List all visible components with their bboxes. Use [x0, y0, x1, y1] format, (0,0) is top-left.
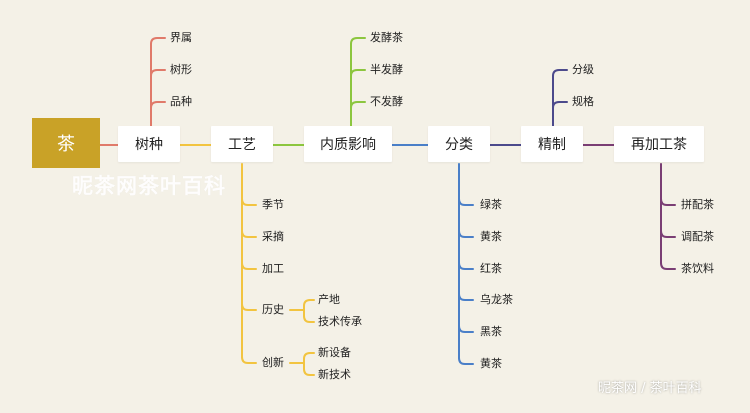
neizhi-branch-stub-2 [350, 101, 366, 109]
node-label: 分类 [445, 137, 473, 153]
leaf-caizhai[interactable]: 采摘 [262, 230, 284, 243]
leaf-jishuchuancheng[interactable]: 技术传承 [318, 315, 362, 328]
leaf-wulongcha[interactable]: 乌龙茶 [480, 293, 513, 306]
leaf-chuangxin[interactable]: 创新 [262, 356, 284, 369]
gongyi-branch-stub-1 [241, 230, 257, 238]
leaf-hongcha[interactable]: 红茶 [480, 262, 502, 275]
fenlei-branch-stub-4 [458, 325, 474, 333]
leaf-huangcha-2[interactable]: 黄茶 [480, 357, 502, 370]
leaf-xinjishu[interactable]: 新技术 [318, 368, 351, 381]
zaijiagong-branch-stub-1 [660, 230, 676, 238]
jingzhi-branch-stub-0 [552, 69, 568, 77]
node-label: 树种 [135, 137, 163, 153]
lishi-sub-bracket [303, 299, 315, 323]
fenlei-branch-stub-0 [458, 198, 474, 206]
node-fenlei[interactable]: 分类 [428, 126, 490, 162]
credit-text: 昵茶网 / 茶叶百科 [598, 381, 702, 396]
node-neizhi[interactable]: 内质影响 [304, 126, 392, 162]
node-shuzhong[interactable]: 树种 [118, 126, 180, 162]
jingzhi-branch-stub-1 [552, 101, 568, 109]
leaf-fenji[interactable]: 分级 [572, 63, 594, 76]
leaf-jieshu[interactable]: 界属 [170, 31, 192, 44]
leaf-chandi[interactable]: 产地 [318, 293, 340, 306]
leaf-pinzhong[interactable]: 品种 [170, 95, 192, 108]
leaf-guige[interactable]: 规格 [572, 95, 594, 108]
gongyi-branch-stub-4 [241, 356, 257, 364]
leaf-lishi[interactable]: 历史 [262, 303, 284, 316]
node-label: 再加工茶 [631, 137, 687, 153]
shuzhong-branch-stub-0 [150, 37, 166, 45]
node-label: 精制 [538, 137, 566, 153]
zaijiagong-branch-stub-0 [660, 198, 676, 206]
chuangxin-sub-bracket [303, 352, 315, 376]
fenlei-branch-stub-3 [458, 293, 474, 301]
root-node-tea[interactable]: 茶 [32, 118, 100, 168]
node-label: 内质影响 [320, 137, 376, 153]
node-jingzhi[interactable]: 精制 [521, 126, 583, 162]
root-label: 茶 [57, 134, 75, 155]
leaf-shuxing[interactable]: 树形 [170, 63, 192, 76]
leaf-jijie[interactable]: 季节 [262, 198, 284, 211]
zaijiagong-branch-stub-2 [660, 262, 676, 270]
node-label: 工艺 [228, 137, 256, 153]
leaf-heicha[interactable]: 黑茶 [480, 325, 502, 338]
fenlei-branch-stub-2 [458, 262, 474, 270]
neizhi-branch-stub-0 [350, 37, 366, 45]
gongyi-branch-stub-2 [241, 262, 257, 270]
leaf-jiagong[interactable]: 加工 [262, 262, 284, 275]
leaf-bufajiao[interactable]: 不发酵 [370, 95, 403, 108]
leaf-xinshebei[interactable]: 新设备 [318, 346, 351, 359]
leaf-fajiaocha[interactable]: 发酵茶 [370, 31, 403, 44]
gongyi-branch-stub-0 [241, 198, 257, 206]
gongyi-branch-stub-3 [241, 303, 257, 311]
fenlei-branch-stub-5 [458, 357, 474, 365]
fenlei-branch-stub-1 [458, 230, 474, 238]
leaf-tiaopeicha[interactable]: 调配茶 [681, 230, 714, 243]
shuzhong-branch-stub-2 [150, 101, 166, 109]
leaf-pinpeicha[interactable]: 拼配茶 [681, 198, 714, 211]
shuzhong-branch-stub-1 [150, 69, 166, 77]
leaf-banfajiao[interactable]: 半发酵 [370, 63, 403, 76]
node-gongyi[interactable]: 工艺 [211, 126, 273, 162]
node-zaijiagong[interactable]: 再加工茶 [614, 126, 704, 162]
leaf-lvcha[interactable]: 绿茶 [480, 198, 502, 211]
leaf-chayinliao[interactable]: 茶饮料 [681, 262, 714, 275]
watermark-text: 昵茶网茶叶百科 [72, 173, 226, 198]
leaf-huangcha[interactable]: 黄茶 [480, 230, 502, 243]
neizhi-branch-stub-1 [350, 69, 366, 77]
